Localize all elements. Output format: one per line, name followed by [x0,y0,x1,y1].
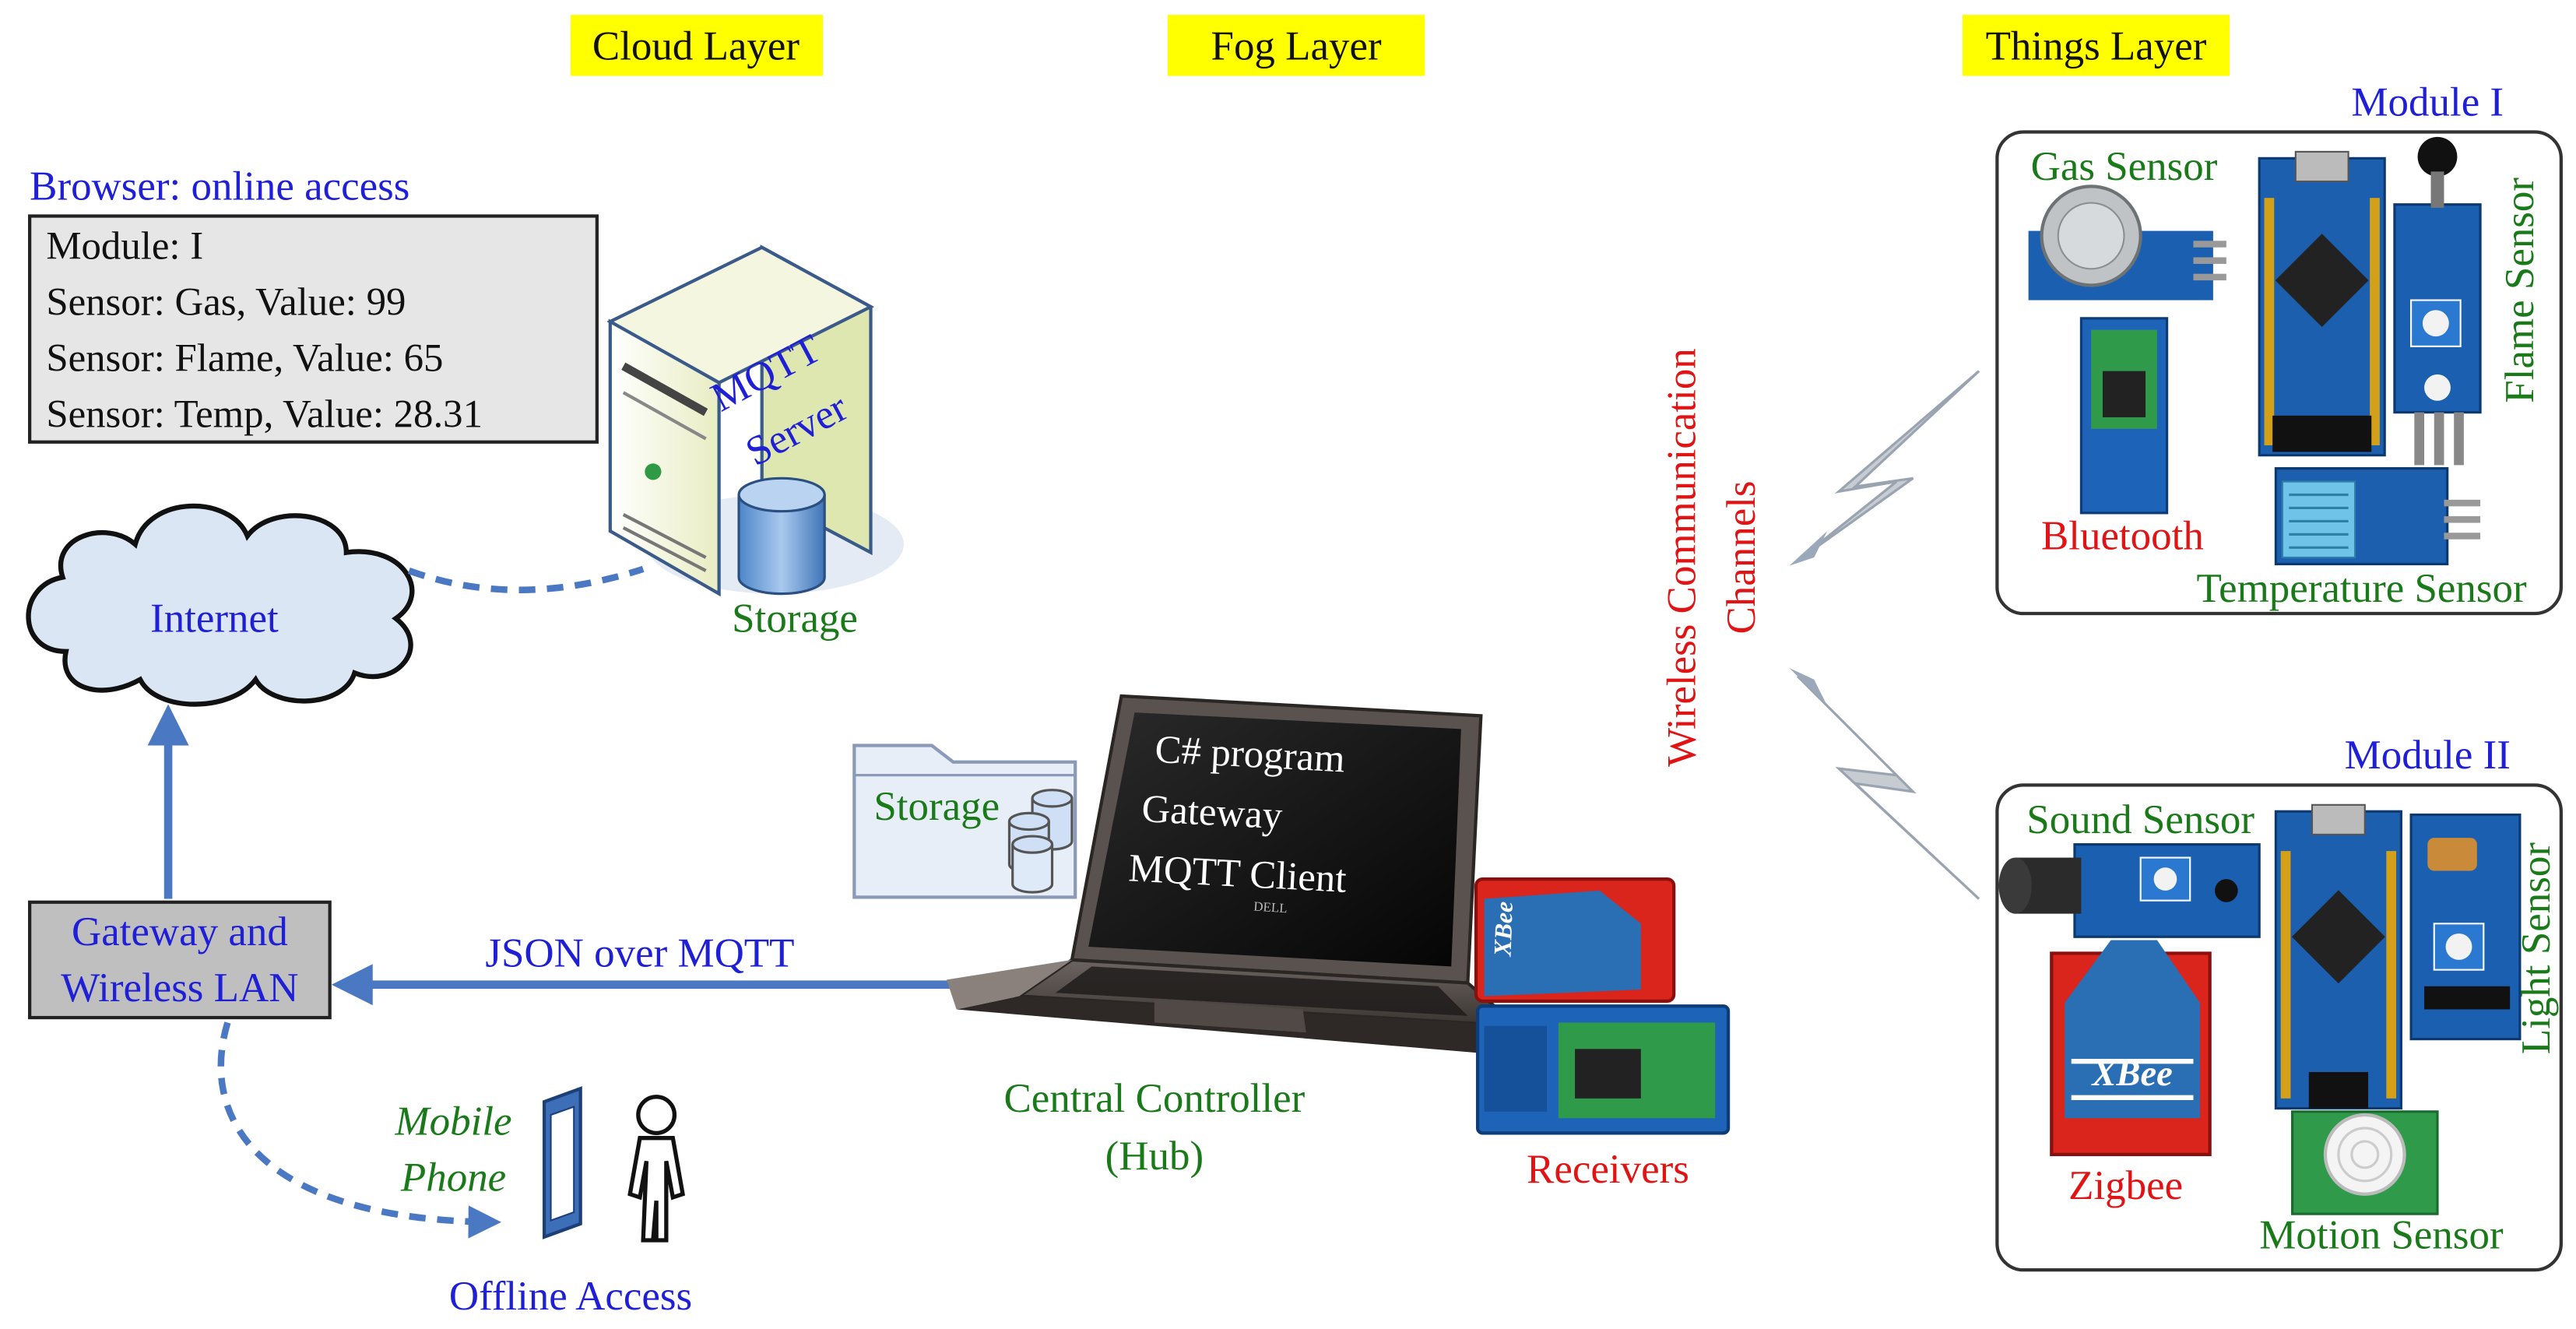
module2-light-label: Light Sensor [2514,842,2559,1054]
motion-sensor-board [2290,1110,2439,1215]
arduino-nano-board-2 [2274,803,2402,1110]
mobile-label-2: Phone [400,1155,506,1200]
server-internet-link [407,565,645,593]
light-sensor-board [2409,813,2522,1041]
gas-sensor-board [2028,185,2226,301]
wireless-label-1: Wireless Communication [1660,348,1705,767]
laptop-screen-line-2: Gateway [1140,786,1284,837]
hub-storage-label: Storage [873,784,1000,829]
things-layer-label: Things Layer [1986,23,2207,69]
mobile-label-1: Mobile [395,1099,512,1144]
gateway-label-2: Wireless LAN [61,965,298,1011]
laptop-brand: DELL [1253,898,1288,916]
fog-layer-header: Fog Layer [1167,15,1425,76]
laptop-screen-line-1: C# program [1154,727,1346,781]
mqtt-server-icon [606,244,904,597]
browser-panel: Module: I Sensor: Gas, Value: 99 Sensor:… [28,214,599,444]
folder-storage-icon [852,744,1077,899]
internet-label: Internet [150,596,279,641]
browser-line-gas: Sensor: Gas, Value: 99 [46,280,406,324]
wireless-arrow-module2 [1789,667,1980,900]
hub-label-2: (Hub) [1105,1134,1204,1179]
laptop-icon: DELL [946,694,1523,1056]
wireless-arrow-module1 [1789,370,1980,566]
zigbee-xbee-board: XBee [2050,940,2212,1156]
module1-title: Module I [2351,79,2504,125]
gateway-mobile-link [217,1021,501,1239]
hub-label-1: Central Controller [1003,1076,1305,1121]
module1-temperature-label: Temperature Sensor [2196,566,2527,611]
module2-zigbee-label: Zigbee [2068,1163,2183,1208]
module2-motion-label: Motion Sensor [2259,1213,2504,1258]
things-layer-header: Things Layer [1962,15,2230,76]
internet-cloud [26,503,415,707]
fog-layer-label: Fog Layer [1211,23,1382,69]
receiver-xbee-text: XBee [1488,901,1517,958]
browser-line-module: Module: I [46,224,203,268]
mobile-phone-icon [542,1086,582,1239]
server-storage-label: Storage [732,596,858,641]
browser-line-flame: Sensor: Flame, Value: 65 [46,336,443,380]
sound-sensor-board [1998,843,2261,938]
xbee-receiver-board: XBee [1474,877,1676,1003]
offline-access-label: Offline Access [449,1274,692,1319]
json-mqtt-label: JSON over MQTT [485,930,794,976]
browser-line-temp: Sensor: Temp, Value: 28.31 [46,392,483,436]
temperature-sensor-board [2274,467,2481,566]
bluetooth-module-board [2079,317,2169,515]
module1-bluetooth-label: Bluetooth [2041,513,2204,558]
browser-title: Browser: online access [30,163,409,209]
module1-flame-label: Flame Sensor [2497,178,2543,403]
module2-sound-label: Sound Sensor [2026,797,2254,842]
arduino-nano-board-1 [2258,150,2386,457]
flame-sensor-board [2393,136,2482,466]
gateway-box: Gateway and Wireless LAN [28,900,332,1020]
bluetooth-receiver-board [1475,1004,1731,1135]
cloud-layer-label: Cloud Layer [592,23,800,69]
module2-frame [1995,783,2563,1272]
person-icon [627,1095,686,1243]
module1-frame [1995,130,2563,616]
module2-title: Module II [2345,733,2511,778]
gateway-label-1: Gateway and [72,909,288,955]
receivers-label: Receivers [1527,1147,1689,1192]
module1-gas-label: Gas Sensor [2031,144,2218,189]
cloud-layer-header: Cloud Layer [570,15,824,76]
wireless-label-2: Channels [1719,480,1764,634]
